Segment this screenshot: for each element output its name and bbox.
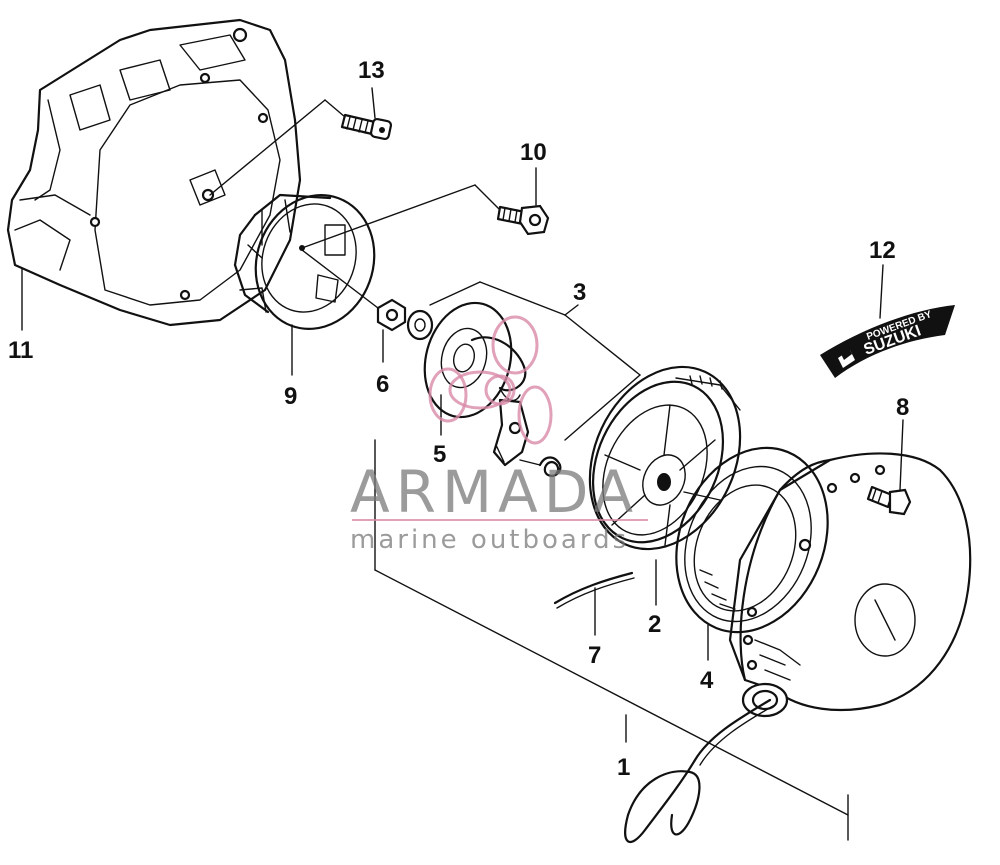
callout-3: 3 <box>573 279 586 306</box>
part-12-decal: POWERED BY SUZUKI <box>820 305 955 378</box>
pawl-spring <box>519 456 562 477</box>
part-10-bolt <box>496 204 550 236</box>
part-11-housing <box>6 18 302 327</box>
watermark-subtitle: marine outboards <box>350 525 629 555</box>
callout-8: 8 <box>896 394 909 421</box>
part-8-bolt <box>866 485 912 516</box>
starter-rope <box>624 698 774 843</box>
part-6-nut-washer <box>376 298 434 341</box>
leader-lines <box>21 87 904 841</box>
callout-4: 4 <box>700 667 714 694</box>
watermark-flower-icon <box>428 315 553 445</box>
callout-5: 5 <box>433 441 446 468</box>
suzuki-logo-icon <box>838 346 855 368</box>
part-9-pulley-cup <box>233 193 376 331</box>
callout-2: 2 <box>648 611 661 638</box>
callout-11: 11 <box>8 337 33 364</box>
watermark: ARMADA marine outboards <box>350 315 648 555</box>
callouts: 1 2 3 4 5 6 7 8 9 10 11 12 13 <box>8 57 909 781</box>
callout-13: 13 <box>358 57 385 84</box>
callout-7: 7 <box>588 642 601 669</box>
part-4-spring <box>675 446 829 634</box>
part-13-bolt <box>340 113 393 141</box>
part-2-reel <box>588 365 742 551</box>
callout-1: 1 <box>617 754 630 781</box>
callout-12: 12 <box>869 237 896 264</box>
callout-10: 10 <box>520 139 547 166</box>
watermark-title: ARMADA <box>350 458 639 526</box>
starter-case <box>728 452 972 718</box>
callout-9: 9 <box>284 383 297 410</box>
callout-6: 6 <box>376 371 389 398</box>
